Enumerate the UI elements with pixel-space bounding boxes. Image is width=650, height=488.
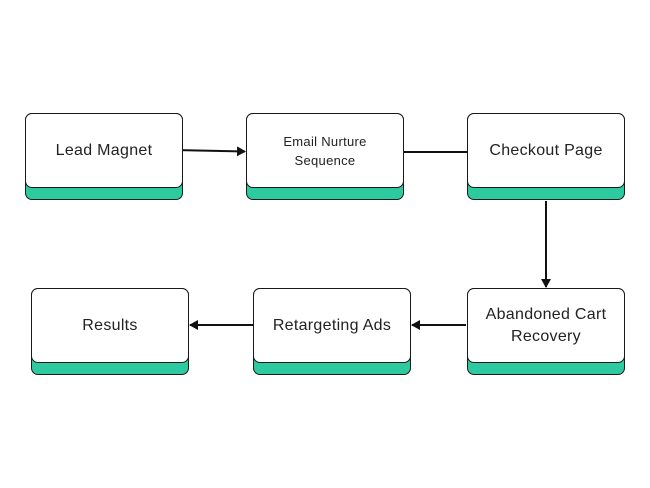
node-lead-magnet-label: Lead Magnet: [55, 141, 153, 159]
node-results-label: Results: [82, 316, 138, 334]
node-abandoned-cart-label-line2: Recovery: [511, 327, 581, 345]
node-abandoned-cart-recovery: Abandoned Cart Recovery: [467, 288, 625, 375]
node-results: Results: [31, 288, 189, 375]
node-abandoned-cart-label-line1: Abandoned Cart: [485, 305, 607, 323]
node-retargeting-ads-label: Retargeting Ads: [272, 316, 392, 334]
node-checkout-page: Checkout Page: [467, 113, 625, 200]
node-lead-magnet: Lead Magnet: [25, 113, 183, 200]
node-checkout-page-label: Checkout Page: [489, 141, 603, 159]
node-email-nurture-label-line1: Email Nurture: [283, 133, 367, 149]
arrow-lead-magnet-to-email-nurture: [173, 146, 246, 157]
node-retargeting-ads: Retargeting Ads: [253, 288, 411, 375]
node-email-nurture-sequence: Email Nurture Sequence: [246, 113, 404, 200]
node-email-nurture-label-line2: Sequence: [294, 152, 356, 168]
